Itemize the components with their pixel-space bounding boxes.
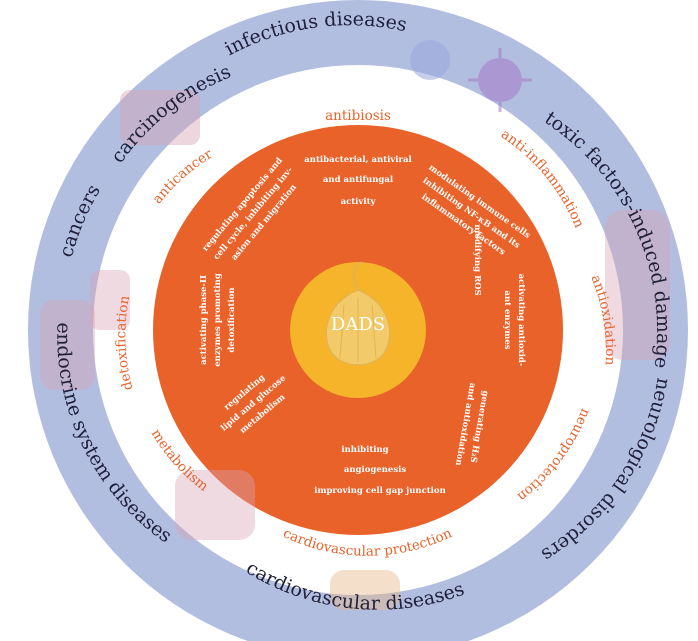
inner-cardiovascular-text: inhibiting angiogenesis improving cell g… xyxy=(314,445,446,496)
svg-text:detoxification: detoxification xyxy=(227,287,237,352)
svg-text:activating phase-II: activating phase-II xyxy=(199,275,209,365)
svg-text:angiogenesis: angiogenesis xyxy=(344,465,406,475)
svg-text:ant enzymes: ant enzymes xyxy=(502,290,512,349)
heart-illustration-icon xyxy=(330,570,400,610)
cell-illustration-icon xyxy=(90,270,130,330)
svg-text:activity: activity xyxy=(341,197,377,207)
svg-text:inhibiting: inhibiting xyxy=(341,445,388,455)
svg-text:modifying ROS: modifying ROS xyxy=(472,224,482,295)
garlic-icon xyxy=(325,261,391,366)
svg-text:enzymes promoting: enzymes promoting xyxy=(213,273,223,367)
svg-text:antibacterial, antiviral: antibacterial, antiviral xyxy=(304,155,412,165)
svg-text:improving cell gap junction: improving cell gap junction xyxy=(314,486,446,496)
label-antibiosis: antibiosis xyxy=(325,108,391,124)
center-label: DADS xyxy=(331,314,385,335)
inner-antibiosis-text: antibacterial, antiviral and antifungal … xyxy=(304,155,412,207)
svg-text:activating antioxid-: activating antioxid- xyxy=(516,274,526,367)
vessel-illustration-icon xyxy=(175,470,255,540)
svg-text:and antifungal: and antifungal xyxy=(323,175,394,185)
tissue-illustration-icon xyxy=(120,90,200,145)
virus-illustration-icon xyxy=(410,40,532,112)
inner-detoxification-text: activating phase-II enzymes promoting de… xyxy=(199,273,237,367)
gland-illustration-icon xyxy=(40,300,95,390)
inner-antioxidation-text: activating antioxid- ant enzymes modifyi… xyxy=(472,224,526,367)
organ-illustration-icon xyxy=(605,210,670,360)
